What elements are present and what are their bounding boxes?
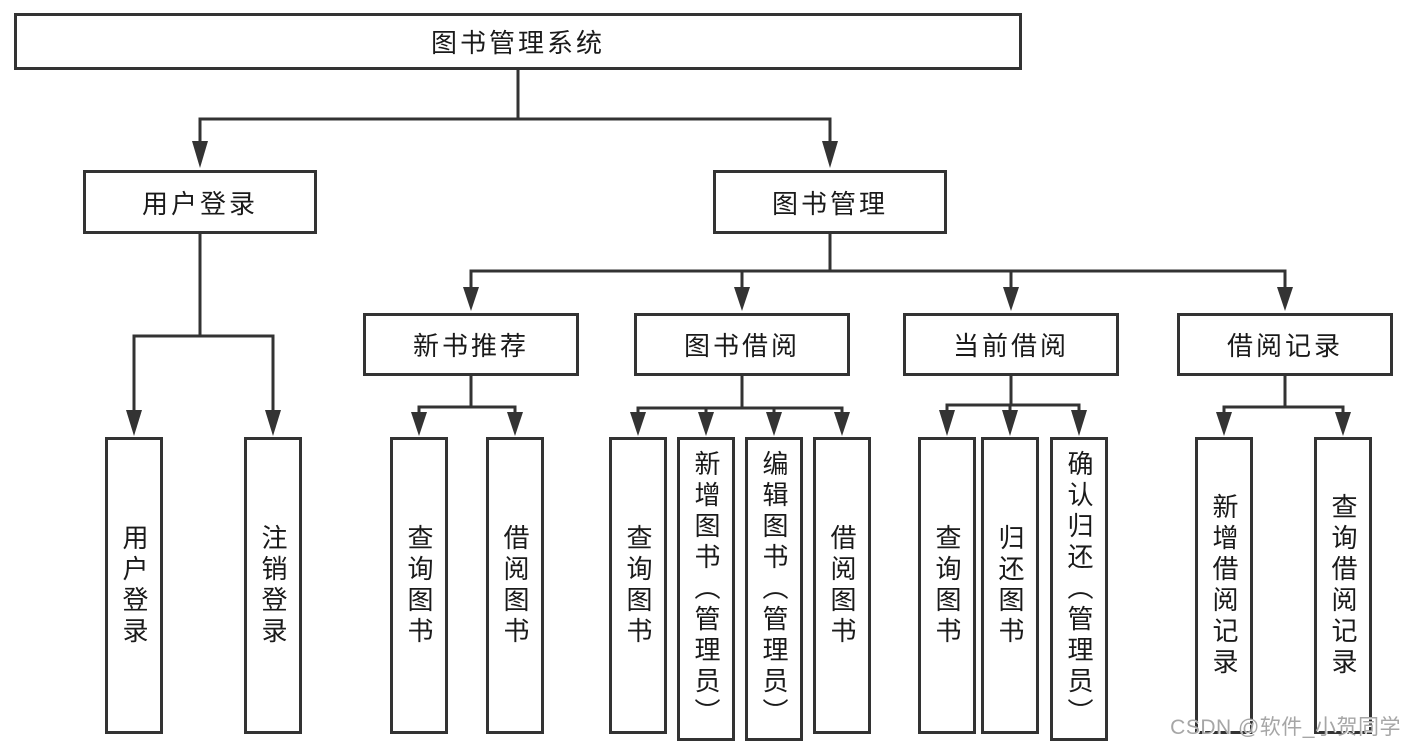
leaf-bb-borrow-book: 借阅图书 xyxy=(813,437,871,734)
node-current-borrow: 当前借阅 xyxy=(903,313,1119,376)
leaf-cb-query-book: 查询图书 xyxy=(918,437,976,734)
leaf-bb-query-book: 查询图书 xyxy=(609,437,667,734)
node-borrow-records: 借阅记录 xyxy=(1177,313,1393,376)
connector-current-borrow xyxy=(939,376,1087,436)
node-book-management: 图书管理 xyxy=(713,170,947,234)
leaf-cb-return-book: 归还图书 xyxy=(981,437,1039,734)
leaf-user-login: 用户登录 xyxy=(105,437,163,734)
node-new-book-recommend: 新书推荐 xyxy=(363,313,579,376)
leaf-br-add-record: 新增借阅记录 xyxy=(1195,437,1253,734)
node-book-borrow: 图书借阅 xyxy=(634,313,850,376)
leaf-bb-add-book-admin: 新增图书（管理员） xyxy=(677,437,735,741)
leaf-nbr-query-book: 查询图书 xyxy=(390,437,448,734)
leaf-bb-edit-book-admin: 编辑图书（管理员） xyxy=(745,437,803,741)
connector-borrow-records xyxy=(1216,376,1351,436)
csdn-watermark: CSDN @软件_小贺同学 xyxy=(1170,716,1401,739)
node-root: 图书管理系统 xyxy=(14,13,1022,70)
connector-root xyxy=(192,70,838,168)
node-user-login: 用户登录 xyxy=(83,170,317,234)
leaf-br-query-record: 查询借阅记录 xyxy=(1314,437,1372,734)
connector-book-borrow xyxy=(630,376,850,436)
leaf-cb-confirm-return-admin: 确认归还（管理员） xyxy=(1050,437,1108,741)
connector-book-management xyxy=(463,234,1293,311)
connector-user-login xyxy=(126,234,281,436)
connector-new-book-recommend xyxy=(411,376,523,436)
leaf-nbr-borrow-book: 借阅图书 xyxy=(486,437,544,734)
leaf-logout: 注销登录 xyxy=(244,437,302,734)
